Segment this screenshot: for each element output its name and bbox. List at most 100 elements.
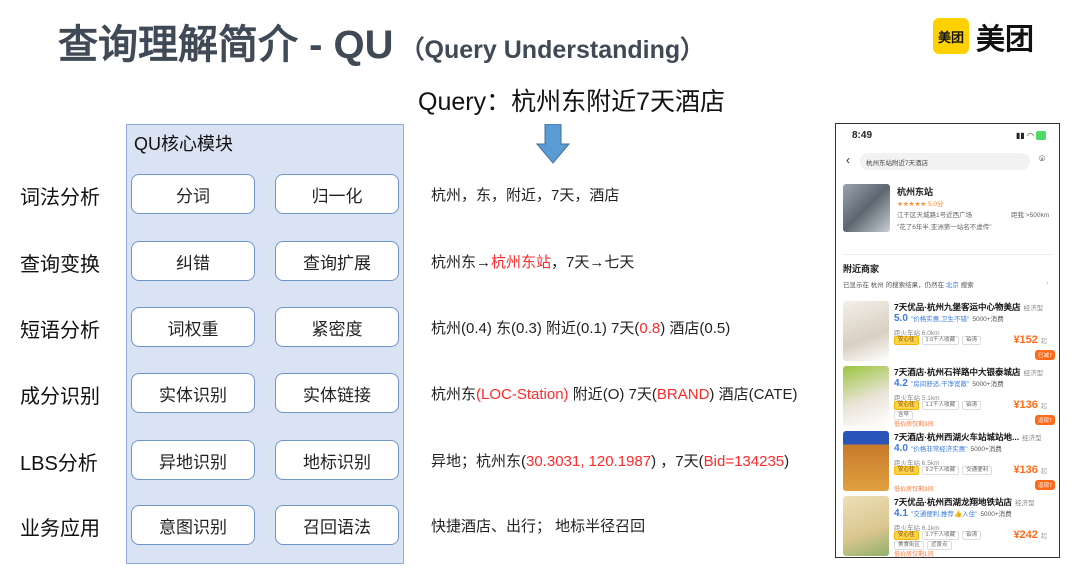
low-price-notice: 低价房仅剩3间 (894, 487, 934, 493)
discount-badge: 返现7 (1034, 415, 1055, 425)
hotel-name: 7天酒店·杭州西湖火车站城站地...经济型 (894, 431, 1042, 443)
hotel-distance: 距火车站 6.0km (894, 330, 940, 337)
module-button[interactable]: 纠错 (131, 241, 255, 281)
price-value: ¥136 (1013, 399, 1038, 411)
down-arrow-icon (536, 124, 570, 164)
result-segment: ) ，7天( (651, 453, 704, 470)
result-segment: ，7天→七天 (551, 254, 635, 271)
hotel-quote: "交通便利,推荐👍入住" (910, 511, 978, 518)
hotel-tag: 1.6千人收藏 (921, 336, 960, 345)
hotel-tag: 1.1千人收藏 (921, 401, 960, 410)
hotel-tag: 近景点 (927, 541, 952, 550)
result-segment: 0.8 (639, 320, 661, 337)
phone-screenshot: 8:49 ▮▮ ◠ ‹ 杭州东站附近7天酒店 ⌾ 杭州东站 ★★★★★ 5.0分… (835, 123, 1060, 558)
module-button[interactable]: 实体链接 (275, 373, 399, 413)
result-segment: 附近(O) 7天( (568, 386, 657, 403)
hotel-list-item[interactable]: 7天优品·杭州九堡客运中心物美店经济型 5.0"价格实惠,卫生不错"5000+消… (836, 301, 1059, 366)
notice-link[interactable]: 北京 (945, 282, 959, 289)
result-segment: 杭州(0.4) 东(0.3) 附近(0.1) 7天( (431, 320, 640, 337)
module-button[interactable]: 归一化 (275, 174, 399, 214)
price-unit: 起 (1040, 339, 1047, 345)
poi-quote: "花了6年半,亚洲第一站名不虚传" (897, 224, 992, 231)
poi-distance: 距我 >500km (1011, 212, 1050, 219)
module-button[interactable]: 异地识别 (131, 440, 255, 480)
hotel-distance: 距火车站 6.1km (894, 525, 940, 532)
map-pin-icon[interactable]: ⌾ (1039, 154, 1045, 165)
hotel-count: 5000+消费 (980, 511, 1012, 518)
module-button[interactable]: 分词 (131, 174, 255, 214)
hotel-tag: 安心住 (894, 336, 919, 345)
result-segment: 杭州东→ (431, 254, 492, 271)
module-button[interactable]: 实体识别 (131, 373, 255, 413)
poi-name[interactable]: 杭州东站 (897, 187, 934, 197)
hotel-count: 5000+消费 (972, 316, 1004, 323)
hotel-count: 5000+消费 (972, 381, 1004, 388)
hotel-list-item[interactable]: 7天优品·杭州西湖龙翔地铁站店经济型 4.1"交通便利,推荐👍入住"5000+消… (836, 496, 1059, 557)
hotel-name-text: 7天优品·杭州西湖龙翔地铁站店 (894, 497, 1013, 507)
module-button[interactable]: 召回语法 (275, 505, 399, 545)
price-unit: 起 (1040, 469, 1047, 475)
hotel-type: 经济型 (1023, 305, 1044, 312)
score-value: 4.0 (894, 443, 908, 454)
hotel-score: 4.1"交通便利,推荐👍入住"5000+消费 (894, 508, 1012, 519)
hotel-score: 4.0"价格非常经济实惠"5000+消费 (894, 443, 1002, 454)
hotel-name-text: 7天优品·杭州九堡客运中心物美店 (894, 302, 1021, 312)
row-result: 杭州(0.4) 东(0.3) 附近(0.1) 7天(0.8) 酒店(0.5) (431, 317, 730, 338)
result-segment: ) 酒店(CATE) (709, 386, 798, 403)
module-button[interactable]: 意图识别 (131, 505, 255, 545)
section-title: 附近商家 (843, 264, 880, 274)
hotel-type: 经济型 (1022, 435, 1042, 442)
row-label: 词法分析 (20, 187, 100, 209)
row-result: 杭州，东，附近，7天，酒店 (431, 184, 619, 205)
location-notice[interactable]: 已显示在 杭州 的搜索结果，仍然在 北京 搜索 (843, 279, 974, 289)
hotel-name: 7天优品·杭州九堡客运中心物美店经济型 (894, 301, 1043, 313)
divider (843, 254, 1053, 255)
price-unit: 起 (1040, 534, 1047, 540)
result-segment: 30.3031, 120.1987 (526, 453, 652, 470)
row-label: LBS分析 (20, 453, 98, 475)
score-value: 5.0 (894, 313, 908, 324)
hotel-score: 4.2"房间舒适,干净宽敞"5000+消费 (894, 378, 1004, 389)
status-time: 8:49 (852, 130, 873, 141)
row-result: 杭州东(LOC-Station) 附近(O) 7天(BRAND) 酒店(CATE… (431, 383, 797, 404)
notice-suffix: 搜索 (958, 282, 974, 289)
hotel-image (843, 366, 889, 426)
hotel-quote: "价格实惠,卫生不错" (910, 316, 970, 323)
row-label: 成分识别 (20, 386, 100, 408)
notice-prefix: 已显示在 杭州 的搜索结果，仍然在 (843, 282, 946, 289)
hotel-price: ¥152 起 (1013, 334, 1047, 346)
module-button[interactable]: 词权重 (131, 307, 255, 347)
price-value: ¥242 (1013, 529, 1038, 541)
module-button[interactable]: 地标识别 (275, 440, 399, 480)
hotel-distance: 距火车站 6.5km (894, 460, 940, 467)
title-subtitle: （Query Understanding） (399, 36, 706, 64)
hotel-tag: 铂涛 (962, 531, 982, 540)
hotel-tag: 安心住 (894, 531, 919, 540)
low-price-notice: 低价房仅剩3间 (894, 422, 934, 428)
result-segment: 异地；杭州东( (431, 453, 526, 470)
hotel-price: ¥136 起 (1013, 399, 1047, 411)
hotel-tag: 铂涛 (962, 401, 982, 410)
hotel-name-text: 7天酒店·杭州石祥路中大银泰城店 (894, 367, 1021, 377)
meituan-logo-text: 美团 (976, 24, 1035, 56)
row-result: 异地；杭州东(30.3031, 120.1987) ，7天(Bid=134235… (431, 450, 789, 471)
hotel-name: 7天酒店·杭州石祥路中大银泰城店经济型 (894, 366, 1043, 378)
discount-badge: 返现7 (1034, 480, 1055, 490)
result-segment: 杭州东站 (491, 254, 552, 271)
hotel-type: 经济型 (1023, 370, 1044, 377)
hotel-list-item[interactable]: 7天酒店·杭州石祥路中大银泰城店经济型 4.2"房间舒适,干净宽敞"5000+消… (836, 366, 1059, 431)
module-button[interactable]: 查询扩展 (275, 241, 399, 281)
meituan-logo-mark: 美团 (933, 18, 969, 54)
hotel-tag: 交通便利 (962, 466, 993, 475)
result-segment: 杭州，东，附近，7天，酒店 (431, 187, 620, 204)
module-button[interactable]: 紧密度 (275, 307, 399, 347)
poi-image (843, 184, 890, 232)
hotel-list-item[interactable]: 7天酒店·杭州西湖火车站城站地...经济型 4.0"价格非常经济实惠"5000+… (836, 431, 1059, 496)
search-input[interactable]: 杭州东站附近7天酒店 (860, 153, 1030, 170)
chevron-right-icon: › (1046, 278, 1049, 287)
hotel-price: ¥136 起 (1013, 464, 1047, 476)
status-icons: ▮▮ ◠ (1016, 131, 1047, 140)
back-icon[interactable]: ‹ (846, 153, 850, 167)
result-segment: BRAND (656, 386, 710, 403)
